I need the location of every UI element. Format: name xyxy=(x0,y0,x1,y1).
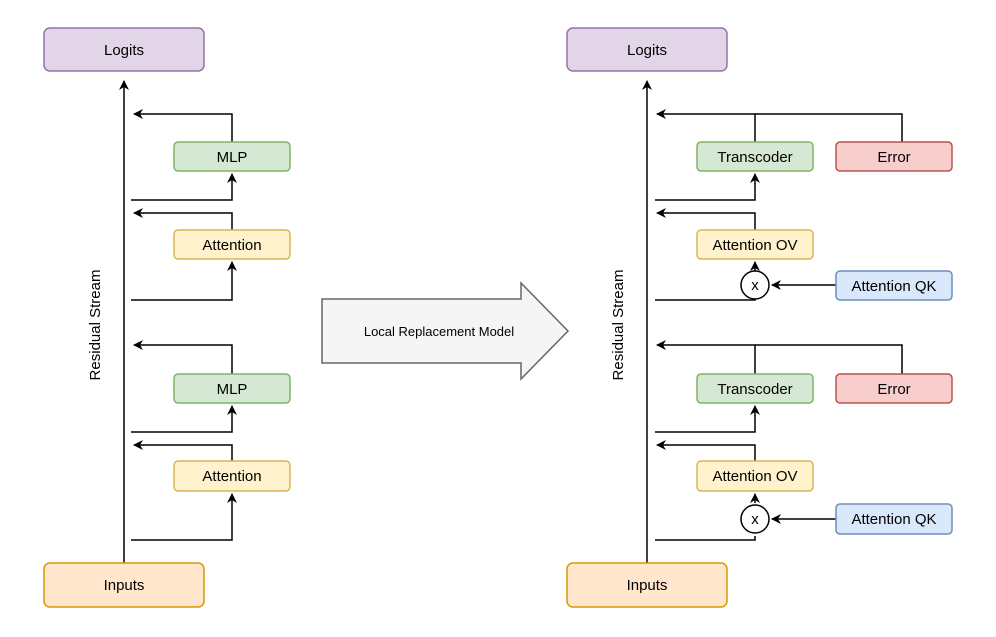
right-multiply-bottom-input xyxy=(655,536,756,541)
left-residual-stream-label: Residual Stream xyxy=(87,270,104,381)
right-multiply-bottom-label: x xyxy=(751,511,759,528)
right-model xyxy=(642,80,903,563)
right-error-top-output xyxy=(755,113,903,142)
left-mlp-bottom-box: MLP xyxy=(173,373,291,404)
right-attention-qk-top-box: Attention QK xyxy=(835,270,953,301)
right-attention-ov-bottom-label: Attention OV xyxy=(712,468,797,485)
left-attention-bottom-input xyxy=(131,493,237,541)
right-attention-ov-bottom-output xyxy=(656,440,756,461)
right-transcoder-top-box: Transcoder xyxy=(696,141,814,172)
left-inputs-label: Inputs xyxy=(104,577,145,594)
right-error-bottom-label: Error xyxy=(877,381,910,398)
left-logits-box: Logits xyxy=(43,27,205,72)
right-inputs-box: Inputs xyxy=(566,562,728,608)
right-residual-stream-label: Residual Stream xyxy=(610,270,627,381)
left-mlp-top-label: MLP xyxy=(217,149,248,166)
left-attention-top-label: Attention xyxy=(202,237,261,254)
right-logits-label: Logits xyxy=(627,42,667,59)
left-inputs-box: Inputs xyxy=(43,562,205,608)
right-multiply-top-node: x xyxy=(740,270,770,300)
left-attention-bottom-label: Attention xyxy=(202,468,261,485)
left-mlp-top-box: MLP xyxy=(173,141,291,172)
transition-arrow: Local Replacement Model xyxy=(321,281,570,381)
right-transcoder-top-output xyxy=(656,109,756,142)
right-transcoder-bottom-label: Transcoder xyxy=(717,381,792,398)
right-attention-ov-top-output xyxy=(656,208,756,230)
right-error-bottom-output xyxy=(755,344,903,374)
right-attention-qk-bottom-label: Attention QK xyxy=(851,511,936,528)
right-transcoder-bottom-output xyxy=(656,340,756,374)
left-mlp-top-output xyxy=(133,109,233,142)
right-inputs-label: Inputs xyxy=(627,577,668,594)
right-error-top-box: Error xyxy=(835,141,953,172)
left-attention-bottom-box: Attention xyxy=(173,460,291,492)
left-attention-top-box: Attention xyxy=(173,229,291,260)
right-error-bottom-box: Error xyxy=(835,373,953,404)
left-mlp-bottom-input xyxy=(131,405,237,433)
left-attention-top-output xyxy=(133,208,233,230)
right-attention-qk-bottom-box: Attention QK xyxy=(835,503,953,535)
right-transcoder-bottom-input xyxy=(655,405,760,433)
left-attention-bottom-output xyxy=(133,440,233,461)
right-attention-qk-top-label: Attention QK xyxy=(851,278,936,295)
left-model xyxy=(119,80,237,563)
left-mlp-bottom-output xyxy=(133,340,233,374)
right-multiply-bottom-node: x xyxy=(740,504,770,534)
right-attention-ov-top-box: Attention OV xyxy=(696,229,814,260)
left-mlp-top-input xyxy=(131,173,237,201)
left-mlp-bottom-label: MLP xyxy=(217,381,248,398)
right-transcoder-bottom-box: Transcoder xyxy=(696,373,814,404)
right-attention-ov-top-label: Attention OV xyxy=(712,237,797,254)
right-logits-box: Logits xyxy=(566,27,728,72)
right-attention-ov-bottom-box: Attention OV xyxy=(696,460,814,492)
left-attention-top-input xyxy=(131,261,237,301)
right-transcoder-top-input xyxy=(655,173,760,201)
right-error-top-label: Error xyxy=(877,149,910,166)
left-logits-label: Logits xyxy=(104,42,144,59)
right-multiply-top-label: x xyxy=(751,277,759,294)
right-multiply-top-input xyxy=(655,299,756,301)
transition-label: Local Replacement Model xyxy=(364,324,514,339)
right-transcoder-top-label: Transcoder xyxy=(717,149,792,166)
